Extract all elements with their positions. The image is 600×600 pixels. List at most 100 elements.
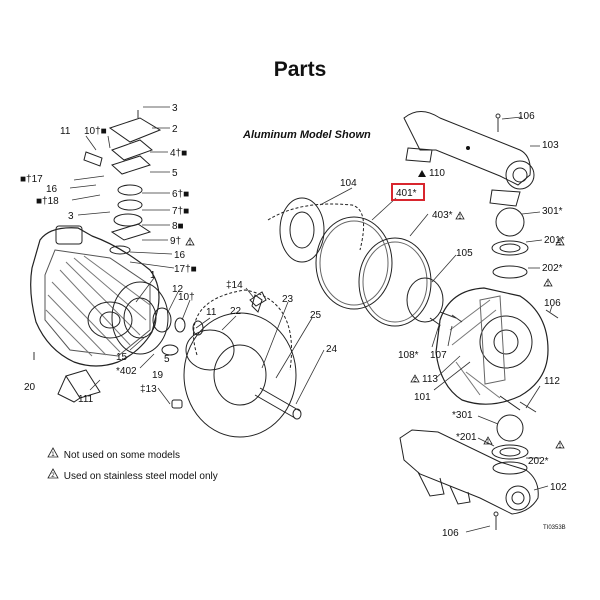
note-2-triangle-icon: 2 — [410, 374, 420, 383]
callout-label: 17†■ — [174, 264, 197, 275]
callout-label: ■†17 — [20, 174, 43, 185]
diaphragm-401-drawing — [315, 216, 393, 310]
svg-text:1: 1 — [486, 439, 490, 445]
callout-label: 22 — [230, 306, 242, 317]
note-1-triangle-icon: 1 — [185, 237, 195, 246]
callout-label: 103 — [542, 140, 559, 151]
svg-text:1: 1 — [558, 240, 562, 246]
callout-label: 3 — [68, 211, 74, 222]
callout-label: 9† — [170, 236, 181, 247]
svg-text:2: 2 — [51, 473, 55, 479]
top-manifold-drawing — [403, 111, 535, 207]
callout-label: 25 — [310, 310, 322, 321]
svg-text:1: 1 — [558, 443, 562, 449]
callout-label: 202* — [528, 456, 549, 467]
o-ring-drawing — [492, 265, 528, 475]
callout-label: 11 — [206, 307, 217, 318]
callout-label: 301* — [542, 206, 563, 217]
callout-label: 20 — [24, 382, 36, 393]
callout-label: 101 — [414, 392, 431, 403]
legend-note-1-text: Not used on some models — [63, 450, 180, 461]
page-title: Parts — [273, 58, 327, 81]
callout-label: 403* — [432, 210, 453, 221]
bottom-manifold-drawing — [399, 429, 539, 515]
right-fluid-cover-drawing — [435, 287, 549, 411]
callout-label: 24 — [326, 344, 338, 355]
callout-label: *402 — [116, 366, 137, 377]
muffler-drawing — [57, 369, 101, 403]
check-ball-drawing — [495, 207, 525, 442]
legend-note-2: 2 Used on stainless steel model only — [47, 468, 218, 482]
callout-label: 111 — [78, 394, 94, 405]
diaphragm-plate-drawing — [279, 197, 325, 263]
callout-label: 4†■ — [170, 148, 187, 159]
note-1-triangle-icon: 1 — [555, 440, 565, 449]
callout-label: 113 — [422, 374, 438, 385]
callout-label: 106 — [442, 528, 459, 539]
callout-label: 112 — [544, 376, 560, 387]
callout-label: 106 — [544, 298, 561, 309]
note-1-triangle-icon: 1 — [455, 211, 465, 220]
callout-label: 8■ — [172, 221, 184, 232]
left-fluid-cover-drawing — [30, 225, 160, 367]
callout-label: 201* — [544, 235, 565, 246]
callout-label: *201 — [456, 432, 477, 443]
svg-text:1: 1 — [458, 214, 462, 220]
callout-label: 11 — [60, 126, 71, 137]
locator-dot-icon — [466, 146, 470, 150]
callout-label: ‡14 — [226, 280, 243, 291]
callout-label: 104 — [340, 178, 357, 189]
callout-label: 107 — [430, 350, 447, 361]
note-2-triangle-icon: 2 — [47, 468, 61, 482]
callout-label: 110 — [429, 168, 445, 179]
svg-text:1: 1 — [51, 452, 55, 458]
callout-label: 401* — [396, 188, 417, 199]
svg-text:1: 1 — [546, 281, 550, 287]
diagram-subtitle: Aluminum Model Shown — [243, 129, 371, 141]
callout-label: 108* — [398, 350, 419, 361]
air-valve-stack-drawing — [83, 117, 162, 255]
callout-label: 16 — [174, 250, 186, 261]
callout-label: 10† — [178, 292, 195, 303]
air-plate-drawing — [183, 289, 297, 438]
callout-label: 102 — [550, 482, 567, 493]
callout-label: 2 — [172, 124, 178, 135]
note-1-triangle-icon: 1 — [47, 447, 61, 461]
callout-label: 1 — [150, 270, 156, 281]
note-1-triangle-icon: 1 — [555, 237, 565, 246]
callout-label: ■†18 — [36, 196, 59, 207]
callout-label: 5 — [164, 354, 170, 365]
callout-label: 10†■ — [84, 126, 107, 137]
callout-label: 202* — [542, 263, 563, 274]
fluid-plate-drawing — [406, 277, 444, 331]
air-center-section-drawing — [111, 281, 235, 371]
callout-label: 6†■ — [172, 189, 189, 200]
callout-label: ‡13 — [140, 384, 157, 395]
diaphragm-403-drawing — [358, 237, 432, 327]
triangle-marker-icon — [418, 170, 426, 177]
callout-label: 7†■ — [172, 206, 189, 217]
seat-drawing — [491, 240, 529, 460]
callout-label: 3 — [172, 103, 178, 114]
highlight-box — [391, 183, 425, 201]
callout-label: 12 — [172, 284, 184, 295]
drawing-code: TI0353B — [543, 525, 566, 531]
callout-label: 16 — [46, 184, 58, 195]
leader-lines — [69, 106, 553, 533]
callout-label: *301 — [452, 410, 473, 421]
diaphragm-shaft-drawing — [254, 387, 302, 420]
svg-text:1: 1 — [188, 240, 192, 246]
callout-label: 5 — [172, 168, 178, 179]
callout-label: 105 — [456, 248, 473, 259]
plug-drawing — [171, 399, 183, 409]
fitting-drawing — [249, 291, 267, 307]
callout-label: 15 — [116, 352, 128, 363]
callout-label: 23 — [282, 294, 294, 305]
fastener-drawing — [33, 110, 559, 530]
note-1-triangle-icon: 1 — [543, 278, 553, 287]
legend-note-1: 1 Not used on some models — [47, 447, 180, 461]
callout-label: 19 — [152, 370, 164, 381]
legend-note-2-text: Used on stainless steel model only — [63, 471, 218, 482]
callout-label: 106 — [518, 111, 535, 122]
